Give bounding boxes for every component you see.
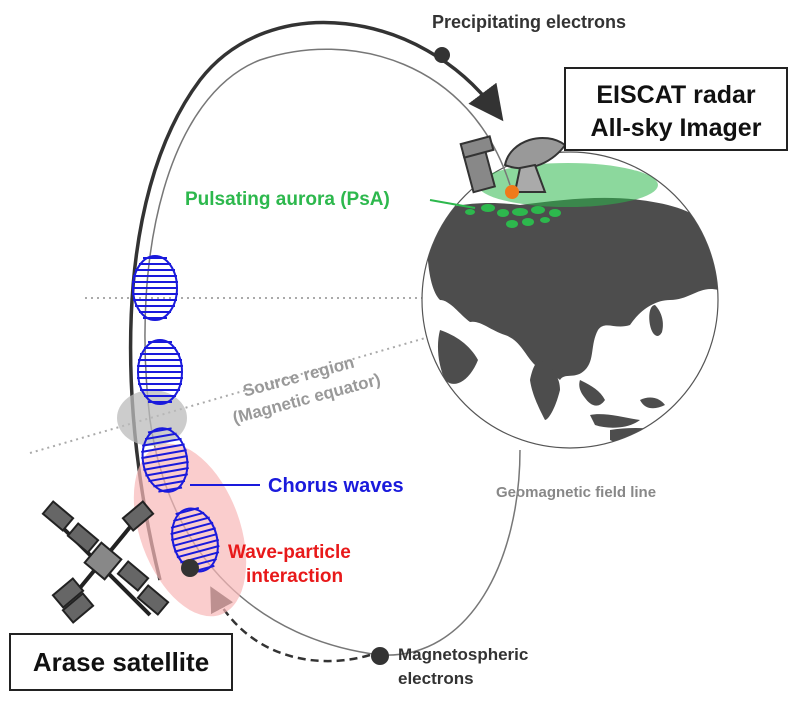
arase-label: Arase satellite [33, 647, 209, 677]
magneto-label-line1: Magnetospheric [398, 645, 528, 664]
precipitating-label: Precipitating electrons [432, 12, 626, 32]
chorus-packet-4 [170, 506, 220, 574]
magneto-label-line2: electrons [398, 669, 474, 688]
radar-dish-icon [459, 135, 567, 199]
chorus-label: Chorus waves [268, 475, 404, 497]
wpi-label-line1: Wave-particle [228, 542, 351, 563]
interaction-region [133, 443, 247, 617]
magnetospheric-electron [371, 647, 389, 665]
chorus-packet-3 [141, 427, 189, 493]
chorus-wave-packets [132, 255, 220, 574]
psa-leader-line [429, 199, 476, 209]
source-region-blob [117, 390, 187, 446]
chorus-packet-1 [132, 255, 178, 321]
arase-satellite-icon [41, 500, 170, 624]
wpi-label-line2: interaction [246, 566, 343, 587]
psa-label: Pulsating aurora (PsA) [185, 189, 390, 210]
eiscat-label-box [564, 67, 788, 151]
chorus-packet-2 [137, 339, 183, 405]
interaction-electron [181, 559, 199, 577]
arase-label-box [9, 633, 233, 691]
magnetospheric-electron-path [210, 586, 371, 663]
psa-patches [465, 204, 561, 228]
magnetic-equator-line [29, 324, 471, 454]
geomag-label: Geomagnetic field line [496, 484, 656, 501]
precipitating-electron [434, 47, 450, 63]
eiscat-label-line2: All-sky Imager [591, 114, 762, 142]
eiscat-label-line1: EISCAT radar [596, 81, 756, 109]
